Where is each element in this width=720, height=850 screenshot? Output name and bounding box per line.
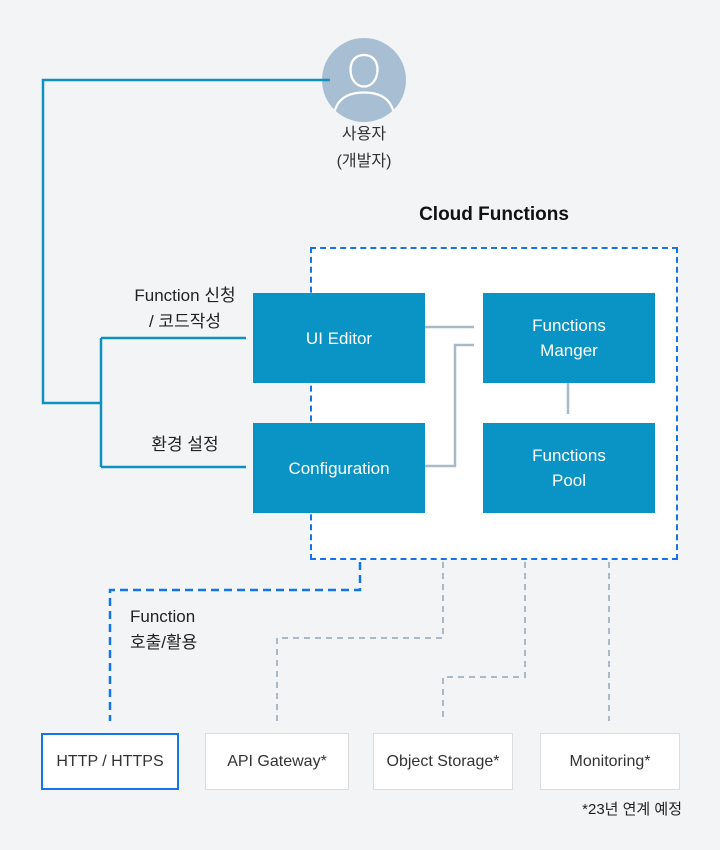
box-functions-pool: Functions Pool <box>483 423 655 513</box>
box-functions-manager-line2: Manger <box>540 341 598 360</box>
endpoint-object-storage: Object Storage* <box>373 733 513 790</box>
cloud-functions-title: Cloud Functions <box>419 204 569 225</box>
box-ui-editor: UI Editor <box>253 293 425 383</box>
endpoint-api-gateway: API Gateway* <box>205 733 349 790</box>
user-avatar <box>322 38 406 122</box>
endpoint-http-https-label: HTTP / HTTPS <box>56 752 164 770</box>
footnote: *23년 연계 예정 <box>582 801 682 818</box>
label-function-invoke: Function 호출/활용 <box>130 604 280 656</box>
user-label-line2: (개발자) <box>336 153 392 170</box>
label-env-setting: 환경 설정 <box>151 435 219 454</box>
label-function-request: Function 신청 / 코드작성 <box>100 283 270 335</box>
box-ui-editor-label: UI Editor <box>305 328 373 348</box>
box-functions-manager: Functions Manger <box>483 293 655 383</box>
box-configuration: Configuration <box>253 423 425 513</box>
user-label-line1: 사용자 <box>341 126 387 143</box>
endpoint-monitoring: Monitoring* <box>540 733 680 790</box>
endpoint-api-gateway-label: API Gateway* <box>227 752 327 770</box>
connector-to-object-storage <box>442 562 526 721</box>
endpoint-object-storage-label: Object Storage* <box>386 752 500 770</box>
box-configuration-label: Configuration <box>288 458 390 478</box>
user-avatar-icon <box>331 53 397 122</box>
label-function-invoke-line2: 호출/활용 <box>130 633 198 652</box>
connector-to-api-gateway <box>276 562 444 721</box>
label-function-invoke-line1: Function <box>130 607 196 626</box>
label-function-request-line2: / 코드작성 <box>148 312 221 331</box>
endpoint-monitoring-label: Monitoring* <box>569 752 651 770</box>
label-function-request-line1: Function 신청 <box>134 286 236 305</box>
user-label: 사용자 (개발자) <box>284 121 444 175</box>
box-functions-pool-line1: Functions <box>532 446 606 465</box>
endpoint-http-https: HTTP / HTTPS <box>41 733 179 790</box>
box-functions-pool-line2: Pool <box>551 471 587 490</box>
box-functions-manager-line1: Functions <box>532 316 606 335</box>
